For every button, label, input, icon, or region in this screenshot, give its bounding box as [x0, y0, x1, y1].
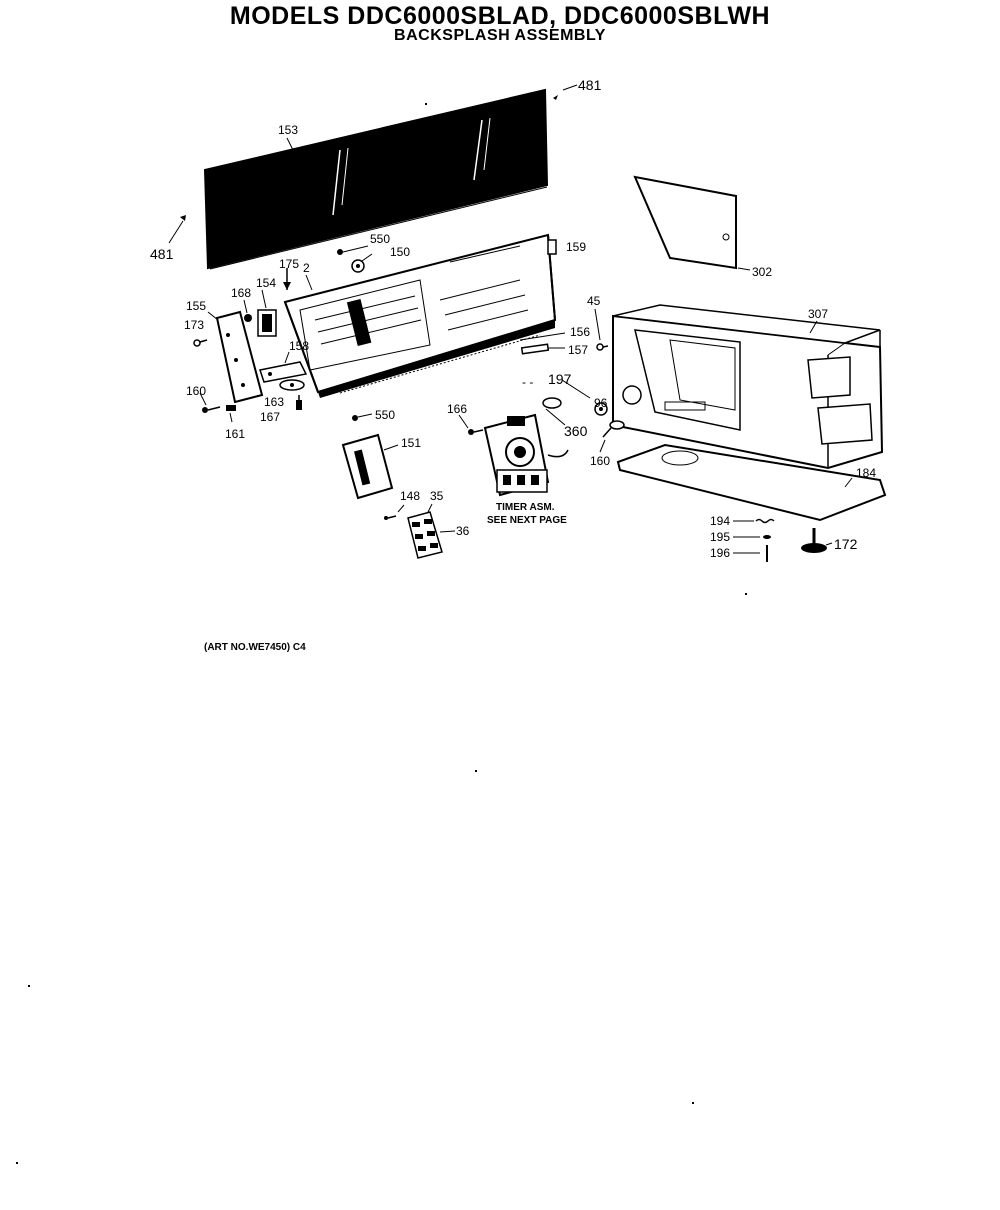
bolt-196: [733, 545, 768, 562]
clip-197: [542, 379, 591, 409]
callout-153: 153: [278, 123, 298, 137]
bracket-159: [547, 239, 557, 255]
switch-154: [257, 289, 277, 337]
knob-150: [351, 259, 365, 273]
base-plate-184: [616, 443, 887, 522]
screw-160-right: [599, 420, 625, 453]
svg-text:- -: - -: [522, 375, 533, 389]
callout-302: 302: [752, 265, 772, 279]
callout-175: 175: [279, 257, 299, 271]
cabinet-307: [612, 304, 884, 470]
backsplash-glass-153: [203, 88, 549, 270]
callout-481-left: 481: [150, 246, 174, 262]
callout-184: 184: [856, 466, 876, 480]
callout-550-top: 550: [370, 232, 390, 246]
screw-167: [296, 395, 302, 410]
callout-172: 172: [834, 536, 858, 552]
screw-160-left: [202, 406, 221, 413]
screw-166: [458, 414, 484, 435]
callout-2: 2: [303, 261, 310, 275]
leveling-leg-172: [801, 528, 833, 553]
speck: [16, 1162, 18, 1164]
screw-168: [244, 314, 252, 322]
callout-160-right: 160: [590, 454, 610, 468]
callout-167: 167: [260, 410, 280, 424]
end-cap-155: [215, 310, 264, 404]
timer-note-line2: SEE NEXT PAGE: [487, 515, 567, 526]
nut-161: [226, 405, 236, 411]
art-number: (ART NO.WE7450) C4: [204, 642, 306, 653]
callout-154: 154: [256, 276, 276, 290]
callout-173: 173: [184, 318, 204, 332]
callout-157: 157: [568, 343, 588, 357]
page-subtitle: BACKSPLASH ASSEMBLY: [394, 27, 606, 44]
callout-160-left: 160: [186, 384, 206, 398]
callout-156: 156: [570, 325, 590, 339]
spring-194: [733, 518, 775, 524]
pin-175: [283, 268, 291, 290]
callout-163: 163: [264, 395, 284, 409]
rod-157: [520, 343, 565, 355]
clip-163: [279, 379, 305, 391]
callout-161: 161: [225, 427, 245, 441]
callout-197: 197: [548, 371, 572, 387]
speck: [28, 985, 30, 987]
callout-45: 45: [587, 294, 601, 308]
speck: [692, 1102, 694, 1104]
callout-550-mid: 550: [375, 408, 395, 422]
timer-note-line1: TIMER ASM.: [496, 502, 555, 513]
page-title: MODELS DDC6000SBLAD, DDC6000SBLWH: [229, 2, 771, 30]
callout-155: 155: [186, 299, 206, 313]
screw-550-top: [337, 245, 369, 255]
screw-45: [594, 308, 609, 351]
callout-307: 307: [808, 307, 828, 321]
callout-195: 195: [710, 530, 730, 544]
screw-173: [193, 339, 208, 347]
callout-36: 36: [456, 524, 470, 538]
bracket-158: [259, 351, 308, 383]
speck: [425, 103, 427, 105]
callout-158: 158: [289, 339, 309, 353]
washer-195: [733, 535, 771, 539]
callout-196: 196: [710, 546, 730, 560]
bracket-35: [407, 503, 443, 559]
callout-360: 360: [564, 423, 588, 439]
timer-assembly: [483, 413, 569, 497]
callout-148: 148: [400, 489, 420, 503]
callout-481-top: 481: [578, 77, 602, 93]
panel-302: [633, 175, 737, 270]
callout-168: 168: [231, 286, 251, 300]
callout-150: 150: [390, 245, 410, 259]
callout-35: 35: [430, 489, 444, 503]
callout-159: 159: [566, 240, 586, 254]
callout-151: 151: [401, 436, 421, 450]
callout-96: 96: [594, 396, 608, 410]
screw-148: [384, 504, 405, 520]
knob-96: [594, 402, 608, 416]
callout-166: 166: [447, 402, 467, 416]
plate-151: [341, 433, 399, 500]
console-housing-2: [283, 233, 557, 398]
speck: [475, 770, 477, 772]
screw-550-mid: [352, 413, 373, 421]
speck: [745, 593, 747, 595]
callout-194: 194: [710, 514, 730, 528]
